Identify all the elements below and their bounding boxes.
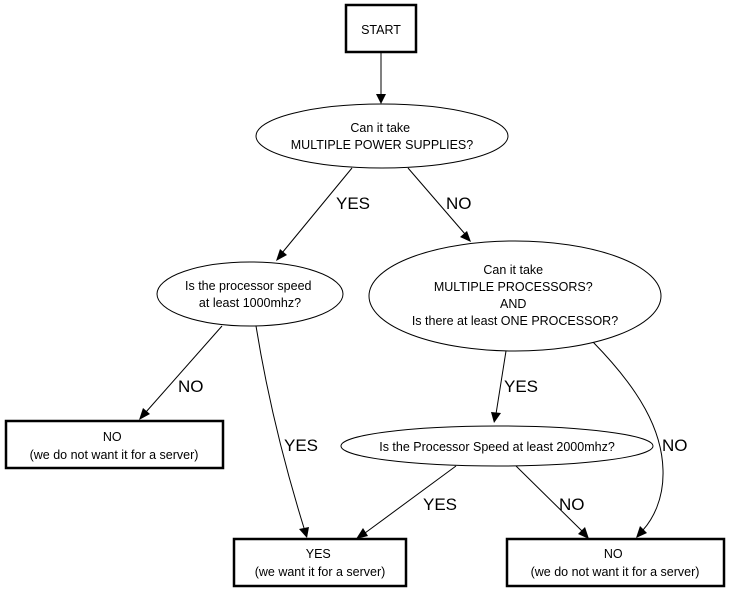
start-node: START <box>344 3 418 54</box>
decision-multiple-power-supplies: Can it take MULTIPLE POWER SUPPLIES? <box>255 103 509 169</box>
result-yes-server: YES (we want it for a server) <box>232 537 408 588</box>
decision-multiple-processors-label: Can it take MULTIPLE PROCESSORS? AND Is … <box>412 263 618 328</box>
edge-label-power-yes: YES <box>336 194 370 213</box>
result-no-left-label: NO (we do not want it for a server) <box>30 430 199 462</box>
edge-label-speed1000-yes: YES <box>284 436 318 455</box>
edge-speed2000-no <box>515 465 583 532</box>
edge-speed1000-yes <box>255 325 305 529</box>
decision-processor-speed-1000-label: Is the processor speed at least 1000mhz? <box>185 279 315 310</box>
decision-multiple-power-supplies-label: Can it take MULTIPLE POWER SUPPLIES? <box>291 121 474 152</box>
edge-label-power-no: NO <box>446 194 472 213</box>
edge-label-multiproc-no: NO <box>662 436 688 455</box>
edge-labels: YES NO NO YES YES NO YES NO <box>178 194 688 514</box>
arrowhead-speed1000-no <box>139 408 150 420</box>
decision-processor-speed-2000-label: Is the Processor Speed at least 2000mhz? <box>379 440 615 454</box>
result-no-right: NO (we do not want it for a server) <box>505 537 726 588</box>
decision-multiple-processors: Can it take MULTIPLE PROCESSORS? AND Is … <box>368 240 662 352</box>
arrowhead-power-no <box>460 231 471 242</box>
edges <box>139 53 664 539</box>
edge-label-speed2000-no: NO <box>559 495 585 514</box>
arrowhead-speed2000-yes <box>356 528 368 539</box>
decision-processor-speed-1000: Is the processor speed at least 1000mhz? <box>156 261 344 327</box>
arrowhead-power-yes <box>276 249 287 261</box>
arrowhead-multiproc-yes <box>491 412 501 423</box>
arrowhead-start-to-power <box>376 94 386 104</box>
arrowhead-multiproc-no <box>636 526 647 538</box>
edge-label-speed1000-no: NO <box>178 377 204 396</box>
edge-label-speed2000-yes: YES <box>423 495 457 514</box>
result-yes-server-label: YES (we want it for a server) <box>255 547 386 579</box>
start-node-label: START <box>361 23 401 37</box>
arrowhead-speed2000-no <box>578 527 589 539</box>
result-no-left: NO (we do not want it for a server) <box>4 419 225 470</box>
edge-label-multiproc-yes: YES <box>504 377 538 396</box>
edge-power-yes <box>281 167 353 254</box>
edge-multiproc-yes <box>495 350 507 415</box>
edge-power-no <box>407 167 466 235</box>
edge-multiproc-no <box>592 341 664 531</box>
edge-speed1000-no <box>145 325 223 413</box>
arrowhead-speed1000-yes <box>299 527 309 538</box>
decision-processor-speed-2000: Is the Processor Speed at least 2000mhz? <box>340 425 654 467</box>
nodes: START Can it take MULTIPLE POWER SUPPLIE… <box>4 3 726 588</box>
edge-speed2000-yes <box>364 465 457 534</box>
result-no-right-label: NO (we do not want it for a server) <box>531 547 700 579</box>
